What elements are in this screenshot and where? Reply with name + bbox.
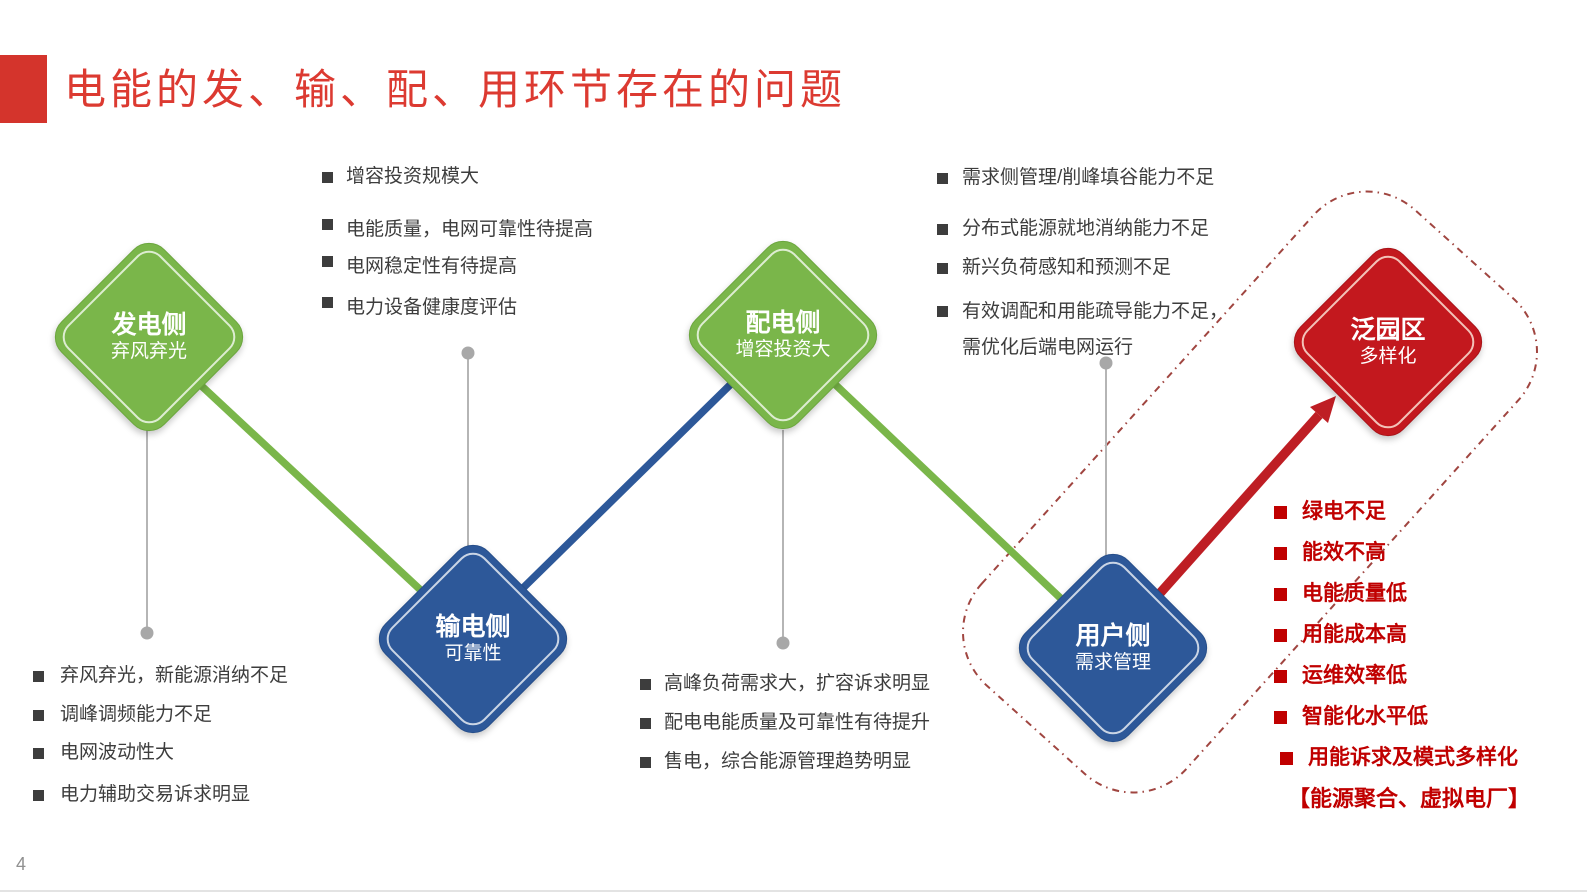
node-title: 泛园区: [1350, 315, 1426, 344]
bullet-square-icon: [937, 172, 948, 184]
node-user-label: 用户侧 需求管理: [1041, 576, 1185, 720]
list-item: 弃风弃光，新能源消纳不足: [33, 663, 288, 689]
node-subtitle: 多样化: [1359, 346, 1417, 368]
flow-arrowhead-icon: [1310, 396, 1336, 423]
list-item: 用能成本高: [1274, 621, 1530, 649]
list-item: 配电电能质量及可靠性有待提升: [640, 710, 930, 736]
node-subtitle: 增容投资大: [735, 339, 831, 361]
bullet-square-icon: [640, 756, 651, 768]
gray-dot-icon: [140, 626, 154, 640]
bullet-square-icon: [1274, 669, 1287, 683]
node-title: 用户侧: [1075, 621, 1151, 650]
list-item: 电网波动性大: [33, 740, 288, 766]
list-user-issues: 需求侧管理/削峰填谷能力不足 分布式能源就地消纳能力不足 新兴负荷感知和预测不足…: [937, 165, 1228, 366]
node-distribution-label: 配电侧 增容投资大: [711, 263, 855, 407]
node-title: 输电侧: [435, 612, 511, 641]
bullet-square-icon: [1274, 628, 1287, 642]
bullet-square-icon: [937, 262, 948, 274]
bullet-square-icon: [1280, 751, 1293, 765]
bullet-square-icon: [937, 223, 948, 235]
list-item: 电力辅助交易诉求明显: [33, 782, 288, 808]
list-item-text: 有效调配和用能疏导能力不足，需优化后端电网运行: [962, 301, 1229, 358]
bullet-square-icon: [322, 171, 333, 183]
list-item: 电网稳定性有待提高: [322, 254, 593, 280]
bullet-square-icon: [33, 789, 44, 801]
list-item: 调峰调频能力不足: [33, 702, 288, 728]
node-park-label: 泛园区 多样化: [1316, 270, 1460, 414]
node-generation-label: 发电侧 弃风弃光: [77, 265, 221, 409]
park-footer-note: 【能源聚合、虚拟电厂】: [1288, 786, 1531, 811]
list-item: 增容投资规模大: [322, 164, 593, 190]
list-item: 有效调配和用能疏导能力不足，需优化后端电网运行: [937, 294, 1228, 366]
page-title: 电能的发、输、配、用环节存在的问题: [64, 66, 847, 113]
list-item: 运维效率低: [1274, 662, 1530, 690]
list-item: 能效不高: [1274, 539, 1530, 567]
list-item: 分布式能源就地消纳能力不足: [937, 216, 1228, 242]
list-item: 新兴负荷感知和预测不足: [937, 255, 1228, 281]
node-subtitle: 弃风弃光: [110, 341, 187, 363]
node-transmission-label: 输电侧 可靠性: [401, 567, 545, 711]
list-item: 售电，综合能源管理趋势明显: [640, 749, 930, 775]
list-item: 高峰负荷需求大，扩容诉求明显: [640, 671, 930, 697]
list-park-issues: 绿电不足 能效不高 电能质量低 用能成本高 运维效率低 智能化水平低 用能诉求及…: [1274, 498, 1530, 813]
bullet-square-icon: [937, 306, 948, 317]
bullet-square-icon: [1274, 710, 1287, 724]
list-item: 电力设备健康度评估: [322, 295, 593, 321]
gray-dot-icon: [1099, 356, 1113, 370]
bullet-square-icon: [322, 256, 333, 267]
bullet-square-icon: [640, 678, 651, 690]
list-transmission-issues: 增容投资规模大 电能质量，电网可靠性待提高 电网稳定性有待提高 电力设备健康度评…: [322, 164, 593, 321]
list-generation-issues: 弃风弃光，新能源消纳不足 调峰调频能力不足 电网波动性大 电力辅助交易诉求明显: [33, 663, 288, 808]
node-subtitle: 可靠性: [444, 643, 502, 665]
gray-dot-icon: [461, 346, 475, 360]
list-item: 需求侧管理/削峰填谷能力不足: [937, 165, 1228, 191]
list-item: 绿电不足: [1274, 498, 1530, 526]
list-item: 智能化水平低: [1274, 703, 1530, 731]
list-distribution-issues: 高峰负荷需求大，扩容诉求明显 配电电能质量及可靠性有待提升 售电，综合能源管理趋…: [640, 671, 930, 788]
bullet-square-icon: [1274, 587, 1287, 601]
bullet-square-icon: [1274, 546, 1287, 560]
gray-dot-icon: [776, 636, 790, 650]
list-item: 用能诉求及模式多样化: [1280, 744, 1530, 772]
bullet-square-icon: [33, 709, 44, 721]
bullet-square-icon: [33, 747, 44, 759]
node-subtitle: 需求管理: [1074, 652, 1151, 674]
bullet-square-icon: [640, 717, 651, 729]
list-item: 电能质量低: [1274, 580, 1530, 608]
title-accent-block: [0, 55, 47, 123]
page-number: 4: [16, 854, 27, 874]
list-item: 电能质量，电网可靠性待提高: [322, 217, 593, 243]
connector-distribution-user: [779, 331, 1115, 650]
node-title: 发电侧: [111, 310, 187, 339]
bullet-square-icon: [322, 219, 333, 230]
node-title: 配电侧: [745, 308, 821, 337]
bullet-square-icon: [1274, 505, 1287, 519]
bullet-square-icon: [33, 670, 44, 682]
bullet-square-icon: [322, 297, 333, 308]
